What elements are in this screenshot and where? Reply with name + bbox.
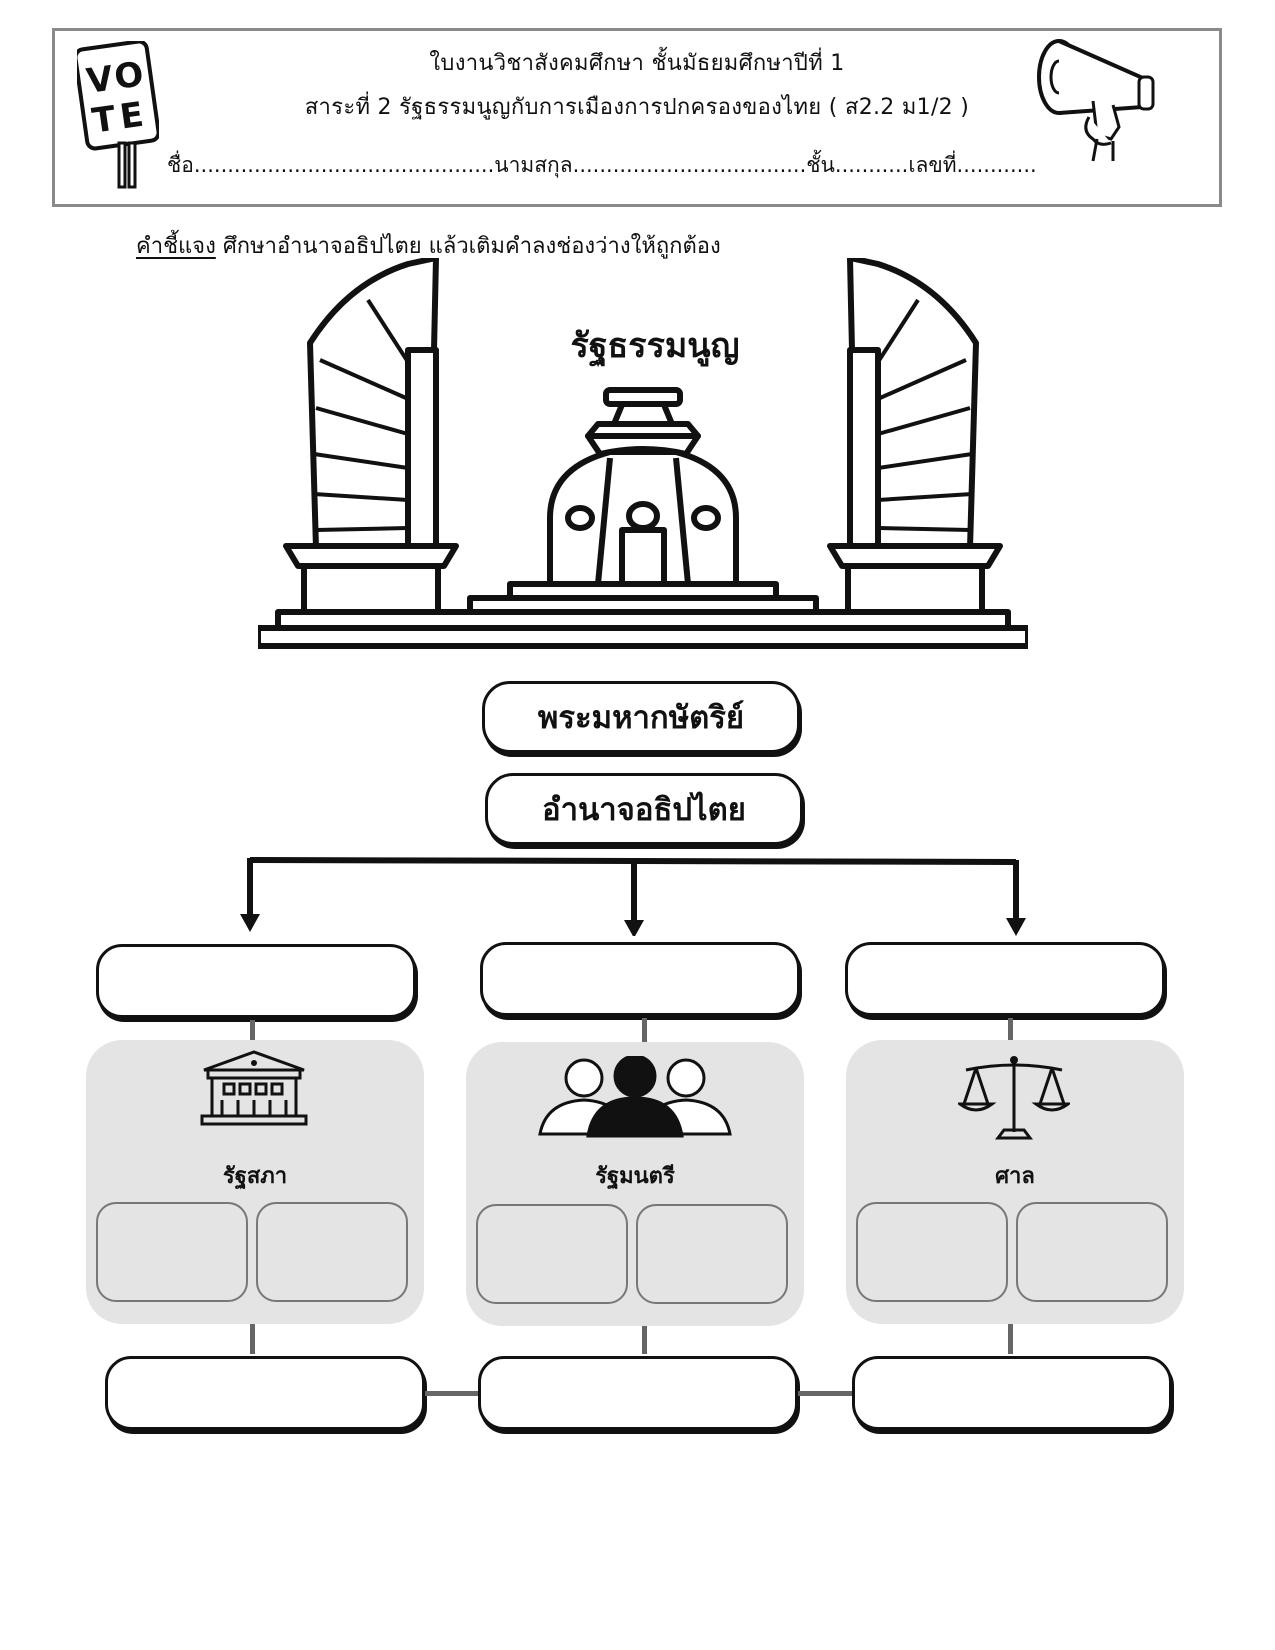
instructions-text: ศึกษาอำนาจอธิปไตย แล้วเติมคำลงช่องว่างให… <box>215 234 721 259</box>
answer-box[interactable] <box>1016 1202 1168 1302</box>
king-box: พระมหากษัตริย์ <box>482 681 800 753</box>
connector-line <box>250 1324 255 1354</box>
constitution-label: รัฐธรรมนูญ <box>570 326 740 366</box>
connector-line <box>1008 1018 1013 1042</box>
branch-label-parliament: รัฐสภา <box>222 1164 288 1189</box>
answer-box[interactable] <box>476 1204 628 1304</box>
answer-box[interactable] <box>96 944 416 1018</box>
democracy-monument-illustration <box>258 258 1028 649</box>
instructions: คำชี้แจง ศึกษาอำนาจอธิปไตย แล้วเติมคำลงช… <box>136 228 721 263</box>
scales-of-justice-icon <box>958 1056 1070 1140</box>
judicial-branch-panel: ศาล <box>846 1040 1184 1324</box>
vote-sign-letter: E <box>117 95 146 138</box>
connector-line <box>798 1391 852 1396</box>
instructions-label: คำชี้แจง <box>136 234 216 259</box>
connector-line <box>425 1391 478 1396</box>
answer-box[interactable] <box>96 1202 248 1302</box>
worksheet-header: V O T E ใบงานวิชาสังคมศึกษา ชั้นมัธยมศึก… <box>52 28 1222 207</box>
worksheet-subtitle: สาระที่ 2 รัฐธรรมนูญกับการเมืองการปกครอง… <box>304 95 970 120</box>
answer-box[interactable] <box>852 1356 1172 1430</box>
answer-box[interactable] <box>856 1202 1008 1302</box>
answer-box[interactable] <box>256 1202 408 1302</box>
student-info-line: ชื่อ....................................… <box>167 153 1037 177</box>
vote-sign-letter: V <box>84 58 116 101</box>
answer-box[interactable] <box>845 942 1165 1016</box>
branch-label-court: ศาล <box>995 1164 1035 1189</box>
connector-line <box>642 1018 647 1042</box>
connector-line <box>1008 1324 1013 1354</box>
answer-box[interactable] <box>478 1356 798 1430</box>
branch-label-cabinet: รัฐมนตรี <box>595 1164 675 1189</box>
people-group-icon <box>538 1056 732 1138</box>
vote-sign-letter: O <box>112 54 146 98</box>
legislative-branch-panel: รัฐสภา <box>86 1040 424 1324</box>
answer-box[interactable] <box>105 1356 425 1430</box>
branch-arrows <box>240 857 1026 936</box>
worksheet-title: ใบงานวิชาสังคมศึกษา ชั้นมัธยมศึกษาปีที่ … <box>429 51 845 76</box>
vote-sign-icon: V O T E <box>77 41 159 189</box>
connector-line <box>642 1326 647 1354</box>
parliament-building-icon <box>200 1050 308 1126</box>
connector-line <box>250 1020 255 1042</box>
megaphone-icon <box>1037 39 1155 162</box>
answer-box[interactable] <box>636 1204 788 1304</box>
executive-branch-panel: รัฐมนตรี <box>466 1042 804 1326</box>
sovereignty-box: อำนาจอธิปไตย <box>485 773 803 845</box>
answer-box[interactable] <box>480 942 800 1016</box>
